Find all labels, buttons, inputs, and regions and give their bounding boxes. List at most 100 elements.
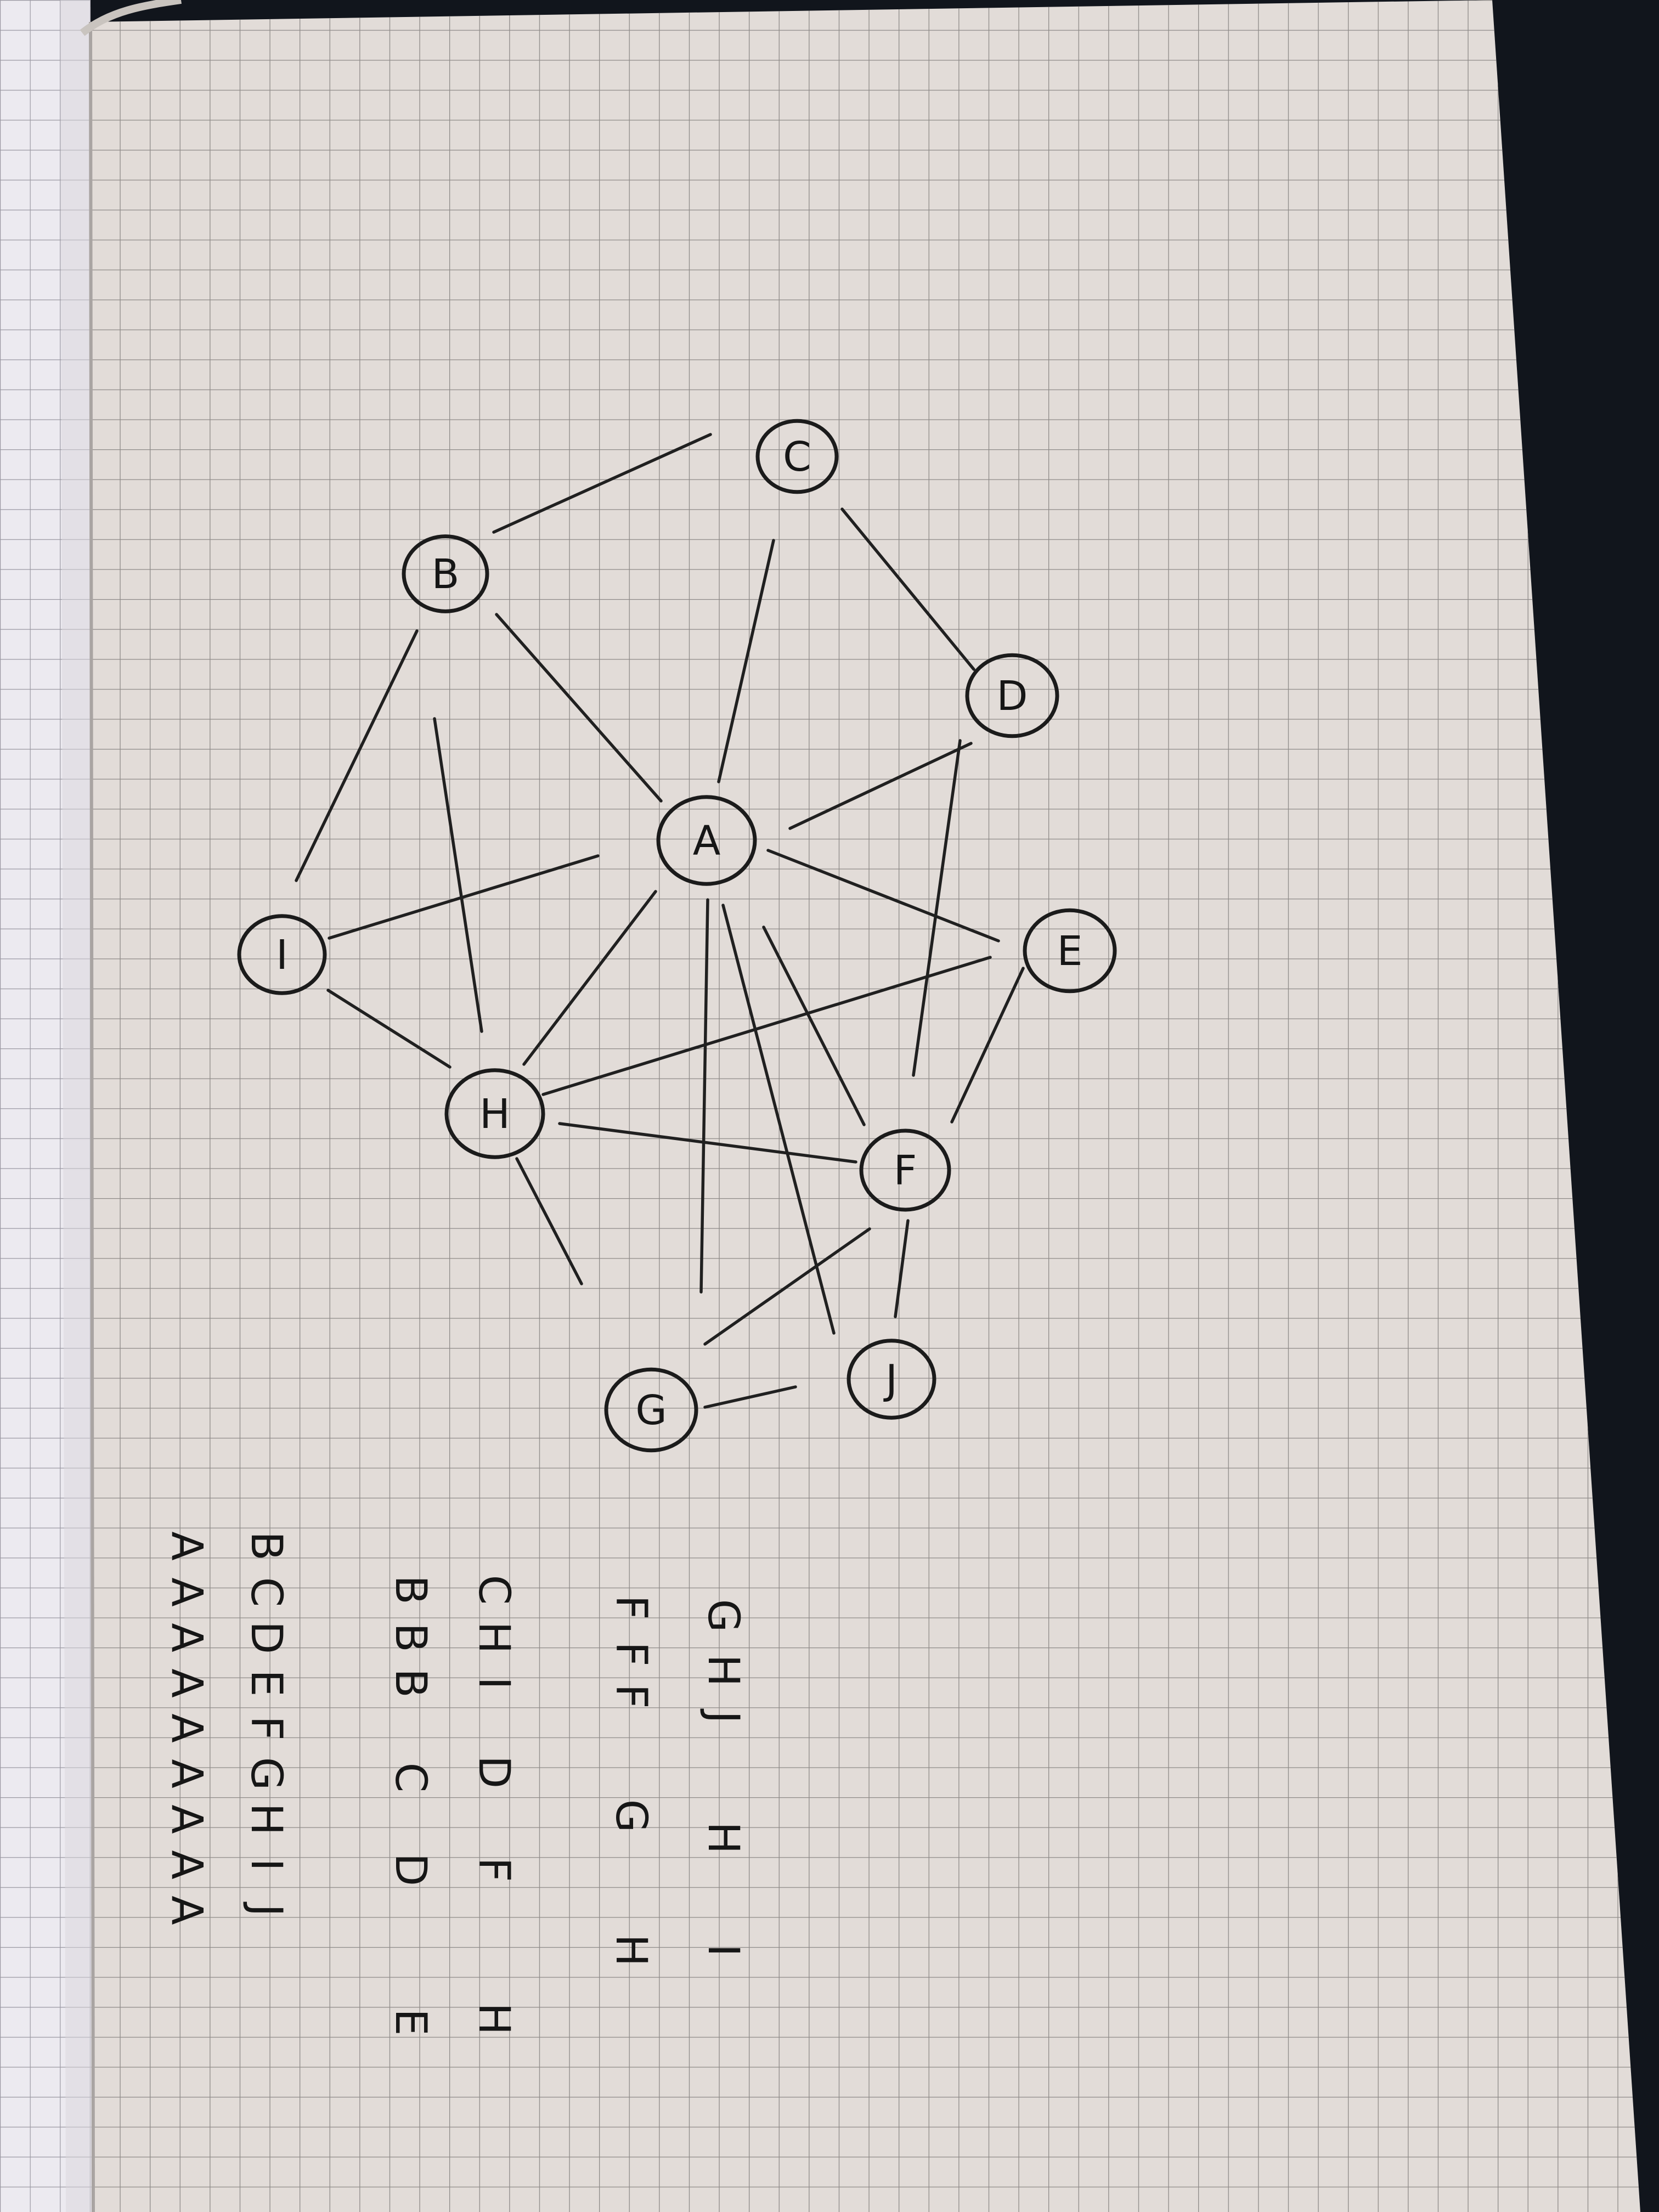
edge-list-letter: A xyxy=(162,1668,211,1697)
edge-list-letter: J xyxy=(241,1901,291,1916)
edge-a-i xyxy=(328,854,600,940)
edge-list-letter: G xyxy=(698,1599,748,1632)
edge-list-letter: D xyxy=(469,1756,518,1788)
node-circle xyxy=(444,1068,545,1159)
edge-h-j xyxy=(515,1157,583,1285)
node-j: J xyxy=(847,1339,936,1420)
edge-list-letter: A xyxy=(162,1804,211,1833)
edge-list-letter: C xyxy=(386,1763,435,1792)
edge-a-e xyxy=(766,849,1000,943)
node-g: G xyxy=(604,1367,698,1453)
edge-g-j xyxy=(703,1385,797,1409)
edge-list-letter: A xyxy=(162,1850,211,1879)
edge-list-letter: E xyxy=(241,1669,291,1696)
edge-list-letter: F xyxy=(606,1684,656,1709)
node-b: B xyxy=(402,534,489,613)
node-label: D xyxy=(997,673,1028,720)
edge-list-letter: B xyxy=(386,1575,435,1605)
edge-list-letter: D xyxy=(241,1621,291,1654)
left-page xyxy=(0,0,93,2212)
node-i: I xyxy=(237,914,327,995)
edge-b-c xyxy=(492,433,712,534)
edge-list-letter: E xyxy=(386,2008,435,2035)
edge-a-d xyxy=(788,742,973,830)
edge-d-f xyxy=(912,739,962,1077)
node-label: A xyxy=(693,817,721,865)
node-label: J xyxy=(883,1356,898,1403)
edge-c-d xyxy=(840,507,975,671)
edge-a-f xyxy=(762,926,866,1126)
node-label: I xyxy=(276,932,288,979)
node-f: F xyxy=(859,1128,951,1212)
edge-list-letter: F xyxy=(469,1858,518,1882)
node-h: H xyxy=(444,1068,545,1159)
edge-a-g xyxy=(699,898,709,1294)
edge-b-h xyxy=(433,717,483,1033)
edge-list-letter: A xyxy=(162,1623,211,1652)
node-circle xyxy=(402,534,489,613)
edge-list-letter: I xyxy=(698,1944,748,1956)
node-label: F xyxy=(894,1147,917,1194)
edge-list-letter: A xyxy=(162,1531,211,1560)
node-circle xyxy=(604,1367,698,1453)
edge-a-b xyxy=(495,613,663,803)
edge-list-letter: I xyxy=(241,1858,291,1871)
edge-list-letter: F xyxy=(606,1595,656,1620)
edge-list-letter: D xyxy=(386,1853,435,1886)
edge-list-letter: A xyxy=(162,1895,211,1925)
edge-list-letter: A xyxy=(162,1759,211,1788)
node-circle xyxy=(237,914,327,995)
edge-list-letter: B xyxy=(241,1531,291,1561)
edge-list-letter: H xyxy=(698,1655,748,1687)
node-circle xyxy=(755,419,839,494)
edge-h-i xyxy=(326,989,452,1069)
node-circle xyxy=(847,1339,936,1420)
edge-f-h xyxy=(558,1122,857,1164)
graph-drawing: A B C D E F G H I J xyxy=(237,419,1117,1453)
node-circle xyxy=(859,1128,951,1212)
node-d: D xyxy=(965,653,1059,738)
node-label: C xyxy=(783,433,811,481)
edge-list-letter: C xyxy=(241,1577,291,1607)
node-label: H xyxy=(479,1091,510,1138)
edge-list-letter: H xyxy=(606,1934,656,1967)
edge-list-letter: B xyxy=(386,1668,435,1698)
node-circle xyxy=(656,795,757,886)
edge-list-letter: H xyxy=(469,2003,518,2035)
edge-list-letter: H xyxy=(698,1822,748,1854)
edge-list-letter: F xyxy=(241,1716,291,1741)
edge-list-letter: A xyxy=(162,1577,211,1606)
edge-list-letter: H xyxy=(469,1622,518,1654)
edge-a-j xyxy=(721,904,836,1335)
node-circle xyxy=(1023,908,1117,994)
edge-list-letter: G xyxy=(606,1799,656,1832)
edge-e-f xyxy=(950,967,1025,1124)
node-a: A xyxy=(656,795,757,886)
edge-list-letter: A xyxy=(162,1713,211,1742)
node-label: B xyxy=(432,551,460,598)
ribbon-bookmark xyxy=(80,0,182,36)
edge-list-letter: C xyxy=(469,1575,518,1605)
edge-f-j xyxy=(894,1219,910,1318)
edge-b-i xyxy=(295,629,419,882)
edge-list-letter: G xyxy=(241,1757,291,1790)
edge-list-letter: F xyxy=(606,1642,656,1667)
edge-list-letter: I xyxy=(469,1677,518,1689)
edge-a-c xyxy=(717,539,775,783)
node-circle xyxy=(965,653,1059,738)
edge-f-g xyxy=(703,1227,871,1346)
node-e: E xyxy=(1023,908,1117,994)
edge-list-letter: B xyxy=(386,1623,435,1652)
edge-e-h xyxy=(541,956,992,1096)
node-label: E xyxy=(1057,928,1083,975)
node-label: G xyxy=(635,1387,667,1434)
edge-list-letter: J xyxy=(698,1708,748,1723)
edge-list-letter: H xyxy=(241,1803,291,1836)
